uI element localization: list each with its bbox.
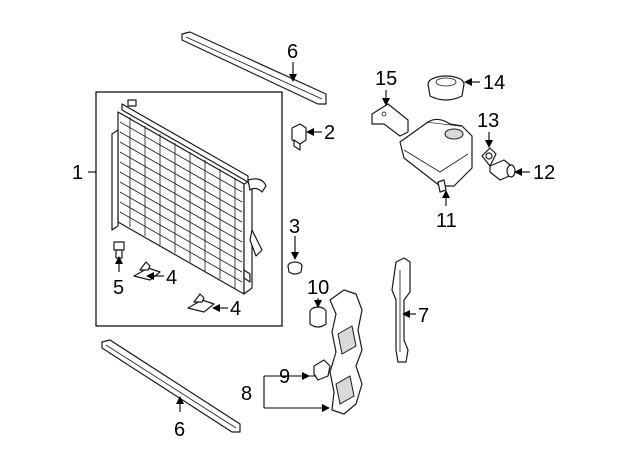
bolt-part-5: [113, 241, 125, 259]
sensor-part-12: [489, 159, 516, 181]
clip-part-4-upper: [133, 261, 161, 281]
callout-1: 1: [72, 162, 83, 184]
tank-cap-part-14: [427, 75, 465, 101]
bracket-part-15: [371, 103, 409, 137]
seal-part-6-lower: [101, 339, 241, 433]
callout-7: 7: [418, 305, 429, 327]
clip-part-9: [313, 359, 331, 381]
cap-part-10: [309, 306, 327, 328]
callout-12: 12: [533, 162, 555, 184]
air-duct-part-8: [329, 289, 363, 415]
callout-6-bottom: 6: [174, 419, 185, 441]
callout-8: 8: [241, 383, 252, 405]
callout-4-upper: 4: [166, 267, 177, 289]
leader-lines: [88, 62, 530, 412]
callout-13: 13: [477, 110, 499, 132]
callout-10: 10: [307, 277, 329, 299]
deflector-part-7: [391, 257, 411, 363]
clip-part-4-lower: [187, 293, 215, 313]
callout-14: 14: [483, 72, 505, 94]
callout-2: 2: [324, 122, 335, 144]
expansion-tank-part-11: [399, 118, 473, 193]
callout-4-lower: 4: [230, 298, 241, 320]
grommet-part-3: [287, 261, 303, 275]
seal-ring-part-13: [481, 147, 497, 167]
callout-6-top: 6: [287, 41, 298, 63]
radiator-assembly-frame: [95, 91, 283, 327]
radiator: [111, 99, 267, 295]
callout-5: 5: [113, 277, 124, 299]
seal-part-6-upper: [181, 31, 327, 105]
bracket-part-2: [291, 123, 307, 151]
callout-15: 15: [375, 68, 397, 90]
callout-11: 11: [436, 210, 457, 232]
callout-9: 9: [279, 366, 290, 388]
callout-3: 3: [289, 216, 300, 238]
